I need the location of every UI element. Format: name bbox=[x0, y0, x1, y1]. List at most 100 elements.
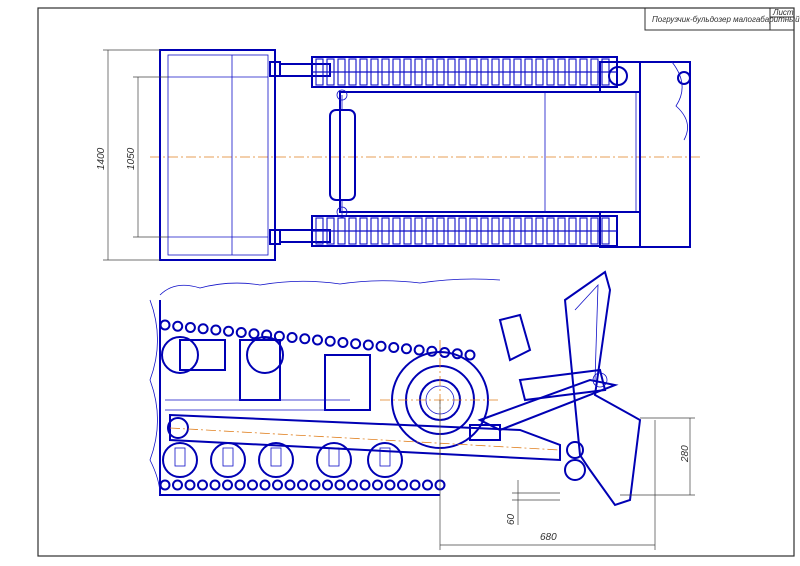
chain-link bbox=[372, 479, 383, 491]
track-roller bbox=[258, 442, 294, 478]
track-link bbox=[436, 58, 445, 86]
chain-link bbox=[234, 479, 246, 491]
chain-link bbox=[184, 479, 196, 491]
track-link bbox=[579, 58, 588, 86]
track-link bbox=[370, 217, 379, 245]
chain-link bbox=[210, 324, 222, 336]
chain-link bbox=[324, 335, 336, 347]
track-link bbox=[447, 58, 456, 86]
track-link bbox=[502, 217, 511, 245]
lift-arms-plan bbox=[279, 63, 331, 243]
title-block: Погрузчик-бульдозер малогабаритный Лист bbox=[644, 7, 800, 31]
sheet-label: Лист bbox=[772, 8, 794, 17]
support-roller bbox=[161, 336, 199, 374]
track-link bbox=[447, 217, 456, 245]
sheet-border bbox=[37, 7, 795, 557]
track-link bbox=[546, 58, 555, 86]
track-link bbox=[326, 58, 335, 86]
dimension-1050: 1050 bbox=[126, 76, 168, 238]
track-link bbox=[315, 217, 324, 245]
track-link bbox=[436, 217, 445, 245]
track-link bbox=[381, 58, 390, 86]
track-link bbox=[590, 58, 599, 86]
track-link bbox=[535, 217, 544, 245]
track-link bbox=[535, 58, 544, 86]
chain-link bbox=[197, 479, 208, 491]
track-link bbox=[469, 58, 478, 86]
track-rollers bbox=[161, 336, 403, 478]
chain-link bbox=[384, 479, 396, 491]
track-link bbox=[502, 58, 511, 86]
chain-link bbox=[223, 325, 235, 337]
track-link bbox=[392, 58, 401, 86]
chain-link bbox=[464, 349, 476, 361]
blade-cylinder bbox=[498, 313, 608, 402]
chain-link bbox=[362, 339, 374, 351]
plan-view: 1400 1050 bbox=[96, 49, 700, 261]
track-link bbox=[557, 58, 566, 86]
chain-link bbox=[172, 320, 184, 332]
side-view: 280 60 680 bbox=[149, 270, 695, 550]
track-link bbox=[590, 217, 599, 245]
chain-link bbox=[159, 319, 171, 331]
chain-link bbox=[388, 342, 400, 353]
track-link bbox=[403, 58, 412, 86]
chain-link bbox=[422, 479, 433, 491]
track-link bbox=[524, 217, 533, 245]
dozer-blade-side bbox=[563, 270, 642, 507]
track-link bbox=[513, 217, 522, 245]
track-link bbox=[546, 217, 555, 245]
track-link bbox=[579, 217, 588, 245]
roller-hub bbox=[270, 447, 282, 467]
chain-link bbox=[284, 479, 296, 491]
roller-hub bbox=[379, 447, 391, 467]
chain-link bbox=[184, 322, 196, 333]
chain-link bbox=[172, 479, 183, 491]
track-link bbox=[480, 58, 489, 86]
cylinder-plan bbox=[329, 89, 356, 218]
chain-link bbox=[397, 479, 408, 491]
track-link bbox=[370, 58, 379, 86]
chain-link bbox=[247, 479, 258, 491]
dimension-1400-text: 1400 bbox=[96, 147, 107, 170]
dimension-60: 60 bbox=[506, 480, 560, 525]
lower-chain bbox=[159, 479, 446, 491]
track-link bbox=[326, 217, 335, 245]
chain-link bbox=[286, 332, 298, 343]
dimension-680-text: 680 bbox=[540, 532, 557, 543]
dimension-280: 280 bbox=[620, 417, 695, 496]
chain-link bbox=[400, 343, 412, 355]
track-link bbox=[568, 217, 577, 245]
track-link bbox=[425, 217, 434, 245]
track-link bbox=[381, 217, 390, 245]
chain-link bbox=[409, 479, 421, 491]
chain-link bbox=[197, 323, 209, 335]
chain-link bbox=[334, 479, 346, 491]
dimension-680: 680 bbox=[439, 400, 656, 550]
chain-link bbox=[322, 479, 333, 491]
chain-link bbox=[337, 337, 349, 348]
dimension-1400: 1400 bbox=[96, 49, 160, 261]
chain-link bbox=[350, 338, 362, 350]
track-roller bbox=[367, 442, 403, 478]
chain-link bbox=[235, 327, 247, 338]
track-link bbox=[359, 58, 368, 86]
chain-link bbox=[209, 479, 221, 491]
track-link bbox=[458, 217, 467, 245]
roller-hub bbox=[174, 447, 186, 467]
chain-link bbox=[426, 345, 438, 357]
track-link bbox=[458, 58, 467, 86]
track-link bbox=[414, 58, 423, 86]
chain-link bbox=[259, 479, 271, 491]
chain-link bbox=[359, 479, 371, 491]
dimension-60-text: 60 bbox=[506, 513, 517, 525]
blade-plan bbox=[639, 61, 691, 248]
lift-arm-side bbox=[167, 413, 561, 462]
track-link bbox=[337, 217, 346, 245]
push-frame-side bbox=[469, 378, 619, 441]
track-link bbox=[469, 217, 478, 245]
track-link bbox=[414, 217, 423, 245]
track-link bbox=[601, 217, 610, 245]
track-link bbox=[513, 58, 522, 86]
